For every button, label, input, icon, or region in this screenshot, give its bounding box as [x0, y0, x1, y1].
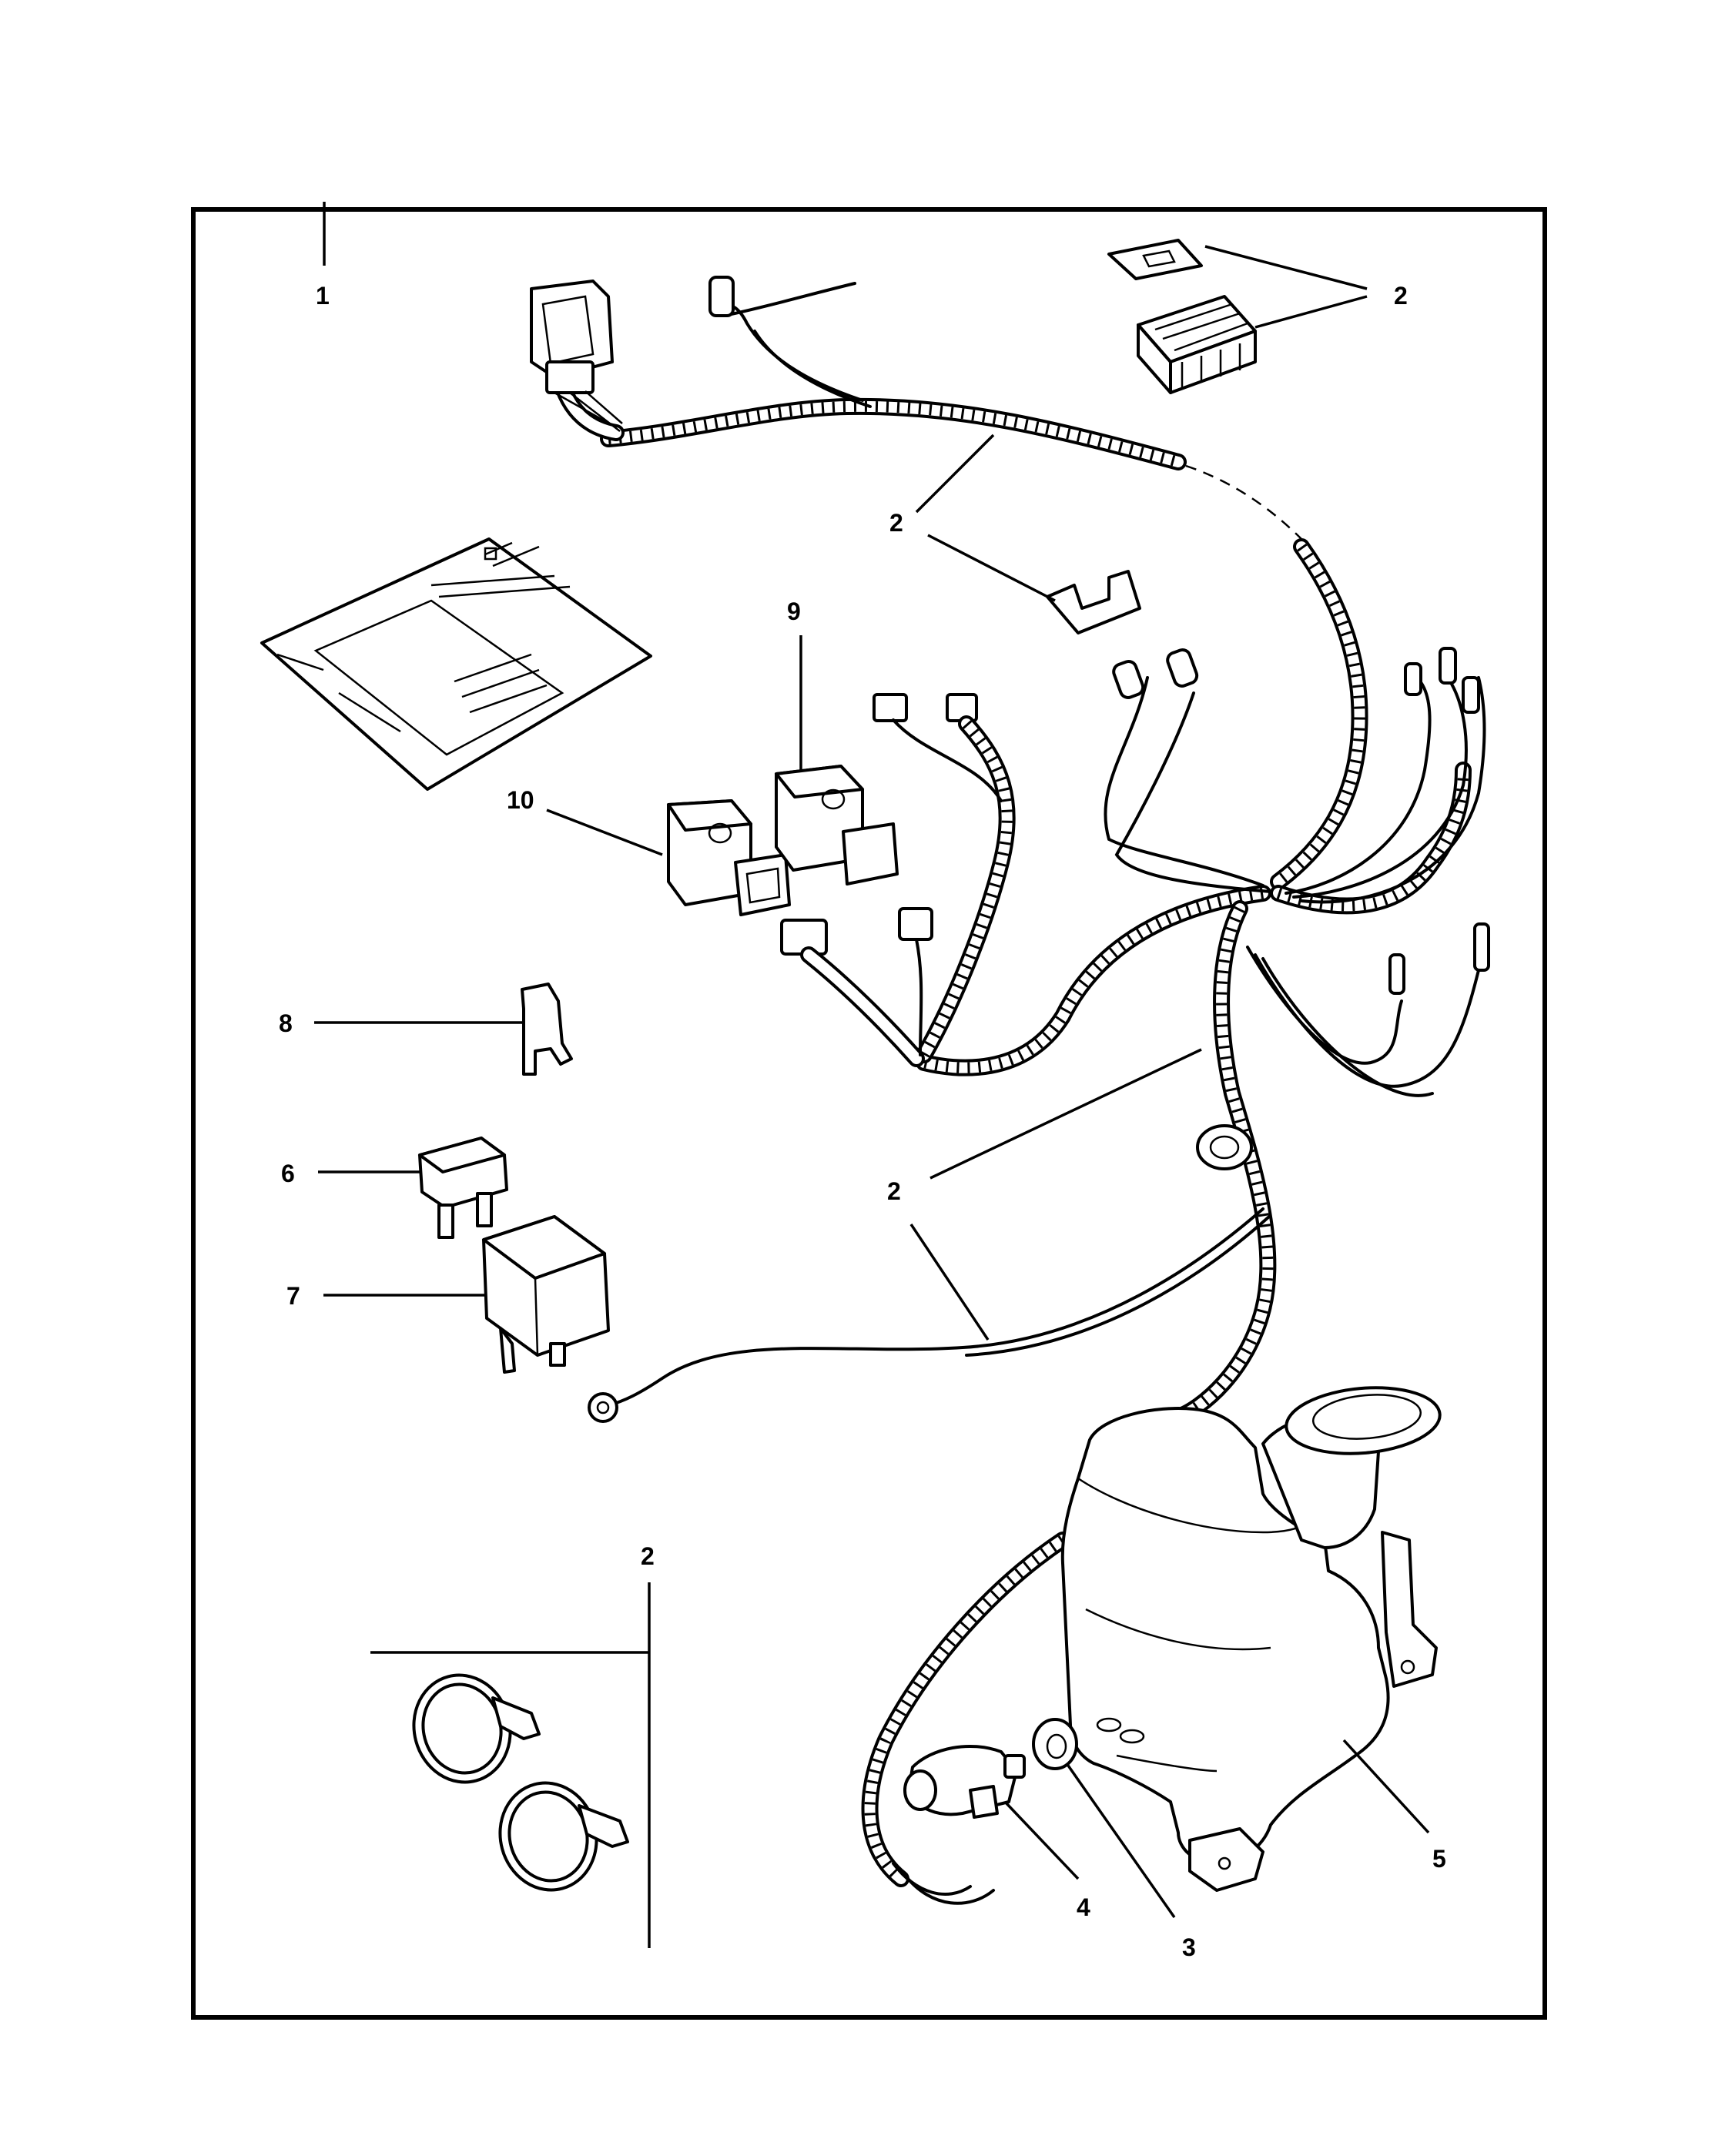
- callout-8: 8: [279, 1009, 293, 1037]
- leader-2c-1: [929, 1048, 1202, 1180]
- washer-reservoir: [1060, 1386, 1442, 1892]
- leader-2c-2: [909, 1224, 990, 1341]
- relay-7: [482, 1215, 610, 1374]
- callout-10: 10: [507, 786, 534, 814]
- leader-2b-1: [915, 434, 995, 514]
- callout-2d: 2: [641, 1542, 655, 1570]
- leader-4: [1003, 1800, 1080, 1880]
- callout-7: 7: [286, 1282, 300, 1310]
- callout-2b: 2: [889, 509, 903, 537]
- callout-4: 4: [1077, 1893, 1090, 1921]
- washer-pump: [903, 1744, 1026, 1819]
- leader-10: [546, 808, 663, 856]
- callout-1: 1: [316, 282, 330, 310]
- terminal-ends: [1112, 647, 1490, 995]
- callout-6: 6: [281, 1160, 295, 1187]
- relay-base-10: [667, 799, 791, 916]
- pump-grommet: [1032, 1718, 1078, 1770]
- wiring-harness: [554, 276, 1486, 1905]
- instruction-leaflet: [260, 537, 652, 791]
- cable-ties: [412, 1673, 629, 1892]
- diagram-frame: [191, 207, 1547, 2020]
- callout-5: 5: [1432, 1845, 1446, 1873]
- leader-2a-2: [1254, 295, 1368, 329]
- leader-3: [1065, 1762, 1176, 1919]
- leader-2a-1: [1204, 245, 1368, 290]
- harness-connector-main: [530, 280, 623, 432]
- fuse-8: [521, 983, 573, 1076]
- leader-5: [1342, 1739, 1430, 1834]
- leader-2b-2: [927, 534, 1056, 602]
- callout-9: 9: [787, 598, 801, 625]
- callout-2a: 2: [1394, 282, 1408, 310]
- fuse-6: [418, 1137, 508, 1239]
- callout-2c: 2: [887, 1177, 901, 1205]
- harness-clip: [1046, 570, 1141, 634]
- fuse-block-kit: [1107, 239, 1257, 394]
- relay-plug-leads: [780, 693, 1016, 1067]
- callout-3: 3: [1182, 1933, 1196, 1961]
- relay-base-9: [775, 765, 899, 886]
